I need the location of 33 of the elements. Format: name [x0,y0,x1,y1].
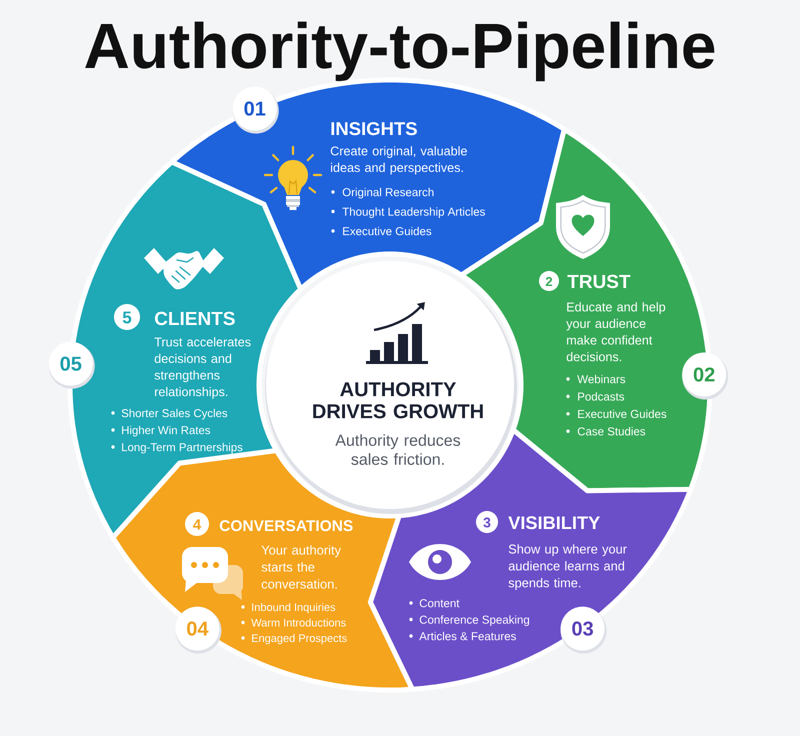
bullet-item: Content [420,599,460,608]
bullet-item: Case Studies [578,427,646,436]
bullet-item: Higher Win Rates [122,426,210,436]
bullet-item: Webinars [577,374,626,384]
bullet-item: Warm Introductions [251,618,346,627]
description: Create original, valuable ideas and perspectives. [330,146,467,175]
description: Educate and help your audience make confident decisions. [566,302,666,362]
center-text: Authority reduces sales friction. [335,434,460,465]
bullet-item: Articles & Features [419,632,516,640]
bullet-item: Engaged Prospects [252,634,347,644]
description: Your authority starts the conversation. [261,545,341,589]
number-badge: 04 [175,606,222,654]
bullet-item: Conference Speaking [420,615,530,626]
number-badge: 03 [560,606,607,654]
bullet-item: Executive Guides [343,226,432,236]
title: Authority-to-Pipeline [85,22,714,82]
bullet-item: Shorter Sales Cycles [122,408,228,420]
bullet-item: Podcasts [578,392,624,401]
segment-title: CLIENTS [154,312,235,326]
description: Trust accelerates decisions and strengthens relationships. [154,337,251,399]
number-badge: 05 [48,342,95,389]
bullet-item: Thought Leadership Articles [342,207,485,218]
bullet-item: Original Research [342,188,434,199]
bullet-item: Executive Guides [578,410,666,418]
segment-title: TRUST [567,274,630,288]
segment-title: VISIBILITY [508,516,600,530]
number-badge: 02 [682,352,728,400]
segment-title: INSIGHTS [331,122,417,136]
center-heading: AUTHORITY DRIVES GROWTH [313,382,483,418]
segment-title: CONVERSATIONS [220,520,353,532]
description: Show up where your audience learns and spends time. [508,544,627,590]
bullet-item: Inbound Inquiries [252,603,336,614]
bullet-item: Long-Term Partnerships [122,442,242,454]
